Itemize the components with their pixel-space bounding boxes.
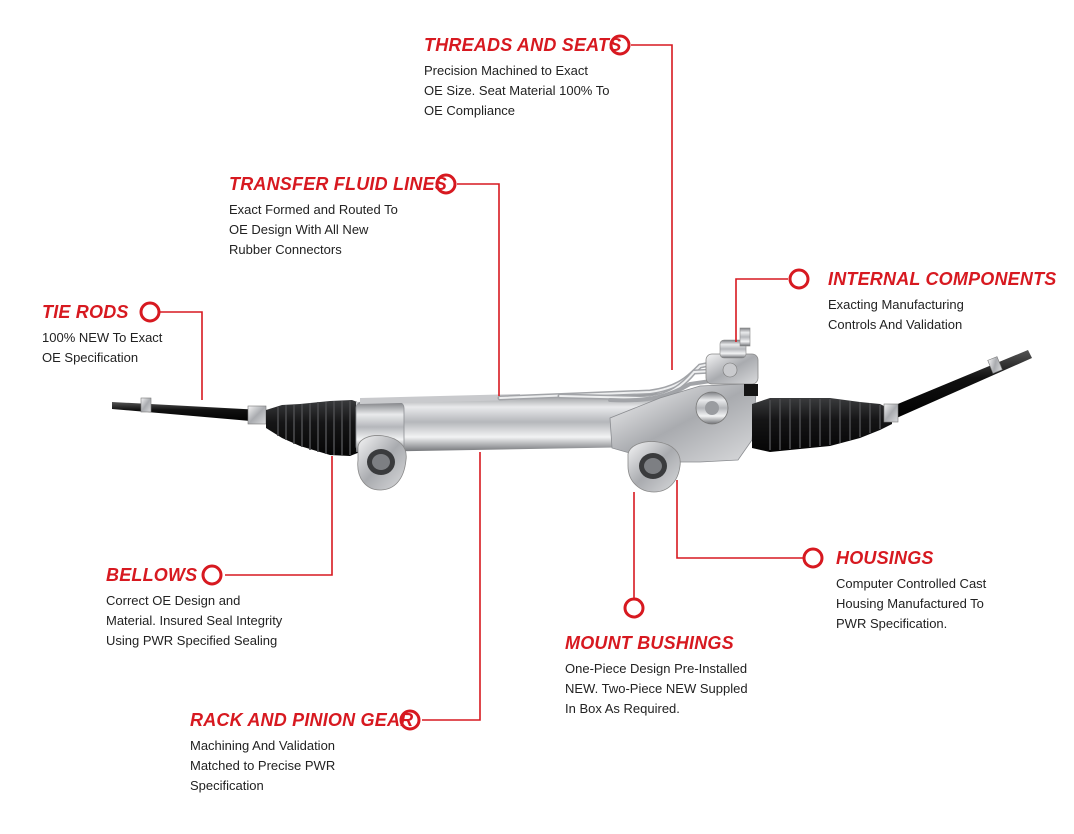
desc-line: OE Specification	[42, 350, 139, 365]
callout-title: THREADS AND SEATS	[424, 35, 622, 55]
desc-line: Material. Insured Seal Integrity	[106, 613, 283, 628]
desc-line: Controls And Validation	[828, 317, 963, 332]
marker-bellows	[201, 564, 223, 586]
leader-internal-components	[735, 278, 788, 342]
marker-internal-components	[788, 268, 810, 290]
leader-threads-and-seats	[631, 44, 673, 370]
marker-rack-and-pinion-gear	[399, 709, 421, 731]
leader-transfer-fluid-lines	[457, 183, 500, 396]
callout-threads-and-seats: THREADS AND SEATS Precision Machined to …	[424, 35, 621, 121]
leader-lines	[160, 44, 804, 721]
desc-line: Using PWR Specified Sealing	[106, 633, 278, 648]
desc-line: Correct OE Design and	[106, 593, 241, 608]
callout-title: TRANSFER FLUID LINES	[229, 174, 447, 194]
callout-mount-bushings: MOUNT BUSHINGS One-Piece Design Pre-Inst…	[565, 633, 748, 719]
callout-title: BELLOWS	[106, 565, 198, 585]
left-mount-bushing	[357, 435, 407, 491]
marker-tie-rods	[139, 301, 161, 323]
desc-line: One-Piece Design Pre-Installed	[565, 661, 748, 676]
callout-transfer-fluid-lines: TRANSFER FLUID LINES Exact Formed and Ro…	[229, 174, 447, 260]
leader-rack-and-pinion-gear	[422, 452, 481, 721]
right-mount-bushing	[627, 441, 681, 493]
desc-line: Rubber Connectors	[229, 242, 342, 257]
callout-internal-components: INTERNAL COMPONENTS Exacting Manufacturi…	[828, 269, 1056, 335]
callout-markers	[139, 34, 824, 731]
transfer-fluid-lines	[497, 357, 734, 403]
callout-description: Correct OE Design and Material. Insured …	[106, 591, 282, 651]
desc-line: In Box As Required.	[565, 701, 680, 716]
marker-threads-and-seats	[609, 34, 631, 56]
desc-line: OE Design With All New	[229, 222, 369, 237]
callout-title: HOUSINGS	[836, 548, 934, 568]
desc-line: 100% NEW To Exact	[42, 330, 163, 345]
callout-description: Exact Formed and Routed To OE Design Wit…	[229, 200, 447, 260]
callout-tie-rods: TIE RODS 100% NEW To Exact OE Specificat…	[42, 302, 162, 368]
desc-line: NEW. Two-Piece NEW Suppled	[565, 681, 748, 696]
desc-line: Exact Formed and Routed To	[229, 202, 398, 217]
callout-description: One-Piece Design Pre-Installed NEW. Two-…	[565, 659, 748, 719]
callout-title: RACK AND PINION GEAR	[190, 710, 414, 730]
marker-transfer-fluid-lines	[435, 173, 457, 195]
callout-bellows: BELLOWS Correct OE Design and Material. …	[106, 565, 282, 651]
callout-title: TIE RODS	[42, 302, 129, 322]
leader-bellows	[225, 456, 333, 576]
callout-title: MOUNT BUSHINGS	[565, 633, 734, 653]
marker-housings	[802, 547, 824, 569]
callout-description: Precision Machined to Exact OE Size. Sea…	[424, 61, 621, 121]
desc-line: Exacting Manufacturing	[828, 297, 964, 312]
desc-line: Specification	[190, 778, 264, 793]
callout-description: Exacting Manufacturing Controls And Vali…	[828, 295, 1056, 335]
left-tie-rod	[112, 397, 267, 425]
desc-line: Matched to Precise PWR	[190, 758, 336, 773]
right-bellows	[752, 398, 892, 452]
callout-description: Computer Controlled Cast Housing Manufac…	[836, 574, 986, 634]
desc-line: Computer Controlled Cast	[836, 576, 987, 591]
desc-line: Precision Machined to Exact	[424, 63, 589, 78]
right-tie-rod	[883, 350, 1032, 423]
callout-rack-and-pinion-gear: RACK AND PINION GEAR Machining And Valid…	[190, 710, 413, 796]
callout-housings: HOUSINGS Computer Controlled Cast Housin…	[836, 548, 986, 634]
desc-line: PWR Specification.	[836, 616, 948, 631]
desc-line: Housing Manufactured To	[836, 596, 984, 611]
leader-housings	[676, 480, 804, 559]
callout-description: 100% NEW To Exact OE Specification	[42, 328, 162, 368]
callout-description: Machining And Validation Matched to Prec…	[190, 736, 413, 796]
callout-title: INTERNAL COMPONENTS	[828, 269, 1057, 289]
desc-line: OE Compliance	[424, 103, 516, 118]
marker-mount-bushings	[623, 597, 645, 619]
leader-tie-rods	[160, 311, 203, 400]
left-bellows	[266, 400, 360, 456]
desc-line: OE Size. Seat Material 100% To	[424, 83, 610, 98]
steering-rack-illustration	[112, 327, 1032, 493]
desc-line: Machining And Validation	[190, 738, 336, 753]
